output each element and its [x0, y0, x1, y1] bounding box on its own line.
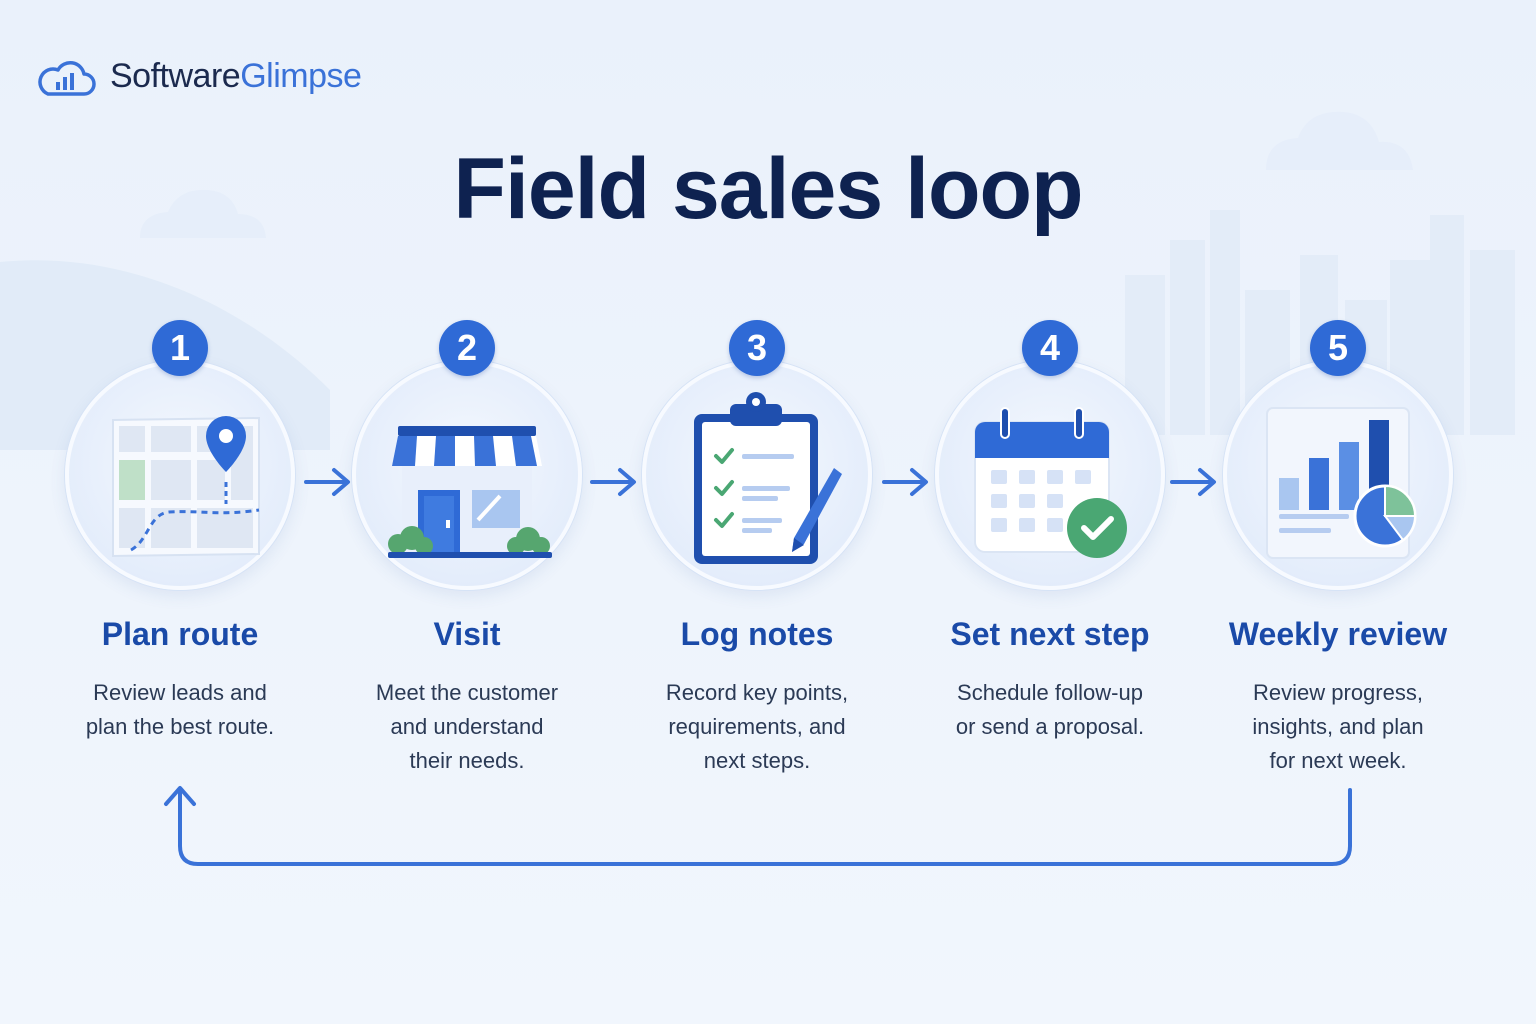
- step-description-line: Record key points,: [665, 680, 849, 705]
- arrow-right-icon: [1170, 468, 1216, 496]
- step-description: Review leads and plan the best route.: [35, 676, 325, 744]
- step-number-badge: 1: [152, 320, 208, 376]
- step-icon-circle: [65, 360, 295, 590]
- step-number-badge: 2: [439, 320, 495, 376]
- step-description: Review progress, insights, and plan for …: [1193, 676, 1483, 778]
- step-description-line: or send a proposal.: [955, 714, 1145, 739]
- step-icon-circle: [352, 360, 582, 590]
- step-number-badge: 4: [1022, 320, 1078, 376]
- step-icon-circle: [1223, 360, 1453, 590]
- step-description-line: Schedule follow-up: [957, 680, 1143, 705]
- step-description-line: insights, and plan: [1252, 714, 1424, 739]
- step-description-line: their needs.: [409, 748, 525, 773]
- step-title: Visit: [433, 616, 501, 652]
- step-description: Schedule follow-up or send a proposal.: [905, 676, 1195, 744]
- step-description-line: plan the best route.: [85, 714, 275, 739]
- brand-name-part2: Glimpse: [240, 56, 362, 95]
- arrow-right-icon: [590, 468, 636, 496]
- step-title: Set next step: [950, 616, 1150, 652]
- step-number-badge: 3: [729, 320, 785, 376]
- step-description: Meet the customer and understand their n…: [322, 676, 612, 778]
- calendar-check-icon: [974, 407, 1127, 558]
- step-description-line: next steps.: [703, 748, 811, 773]
- clipboard-checklist-icon: [694, 392, 842, 564]
- step-description-line: and understand: [390, 714, 544, 739]
- step-title: Plan route: [101, 616, 259, 652]
- step-description-line: Review progress,: [1253, 680, 1423, 705]
- step-title: Log notes: [680, 616, 834, 652]
- step-description: Record key points, requirements, and nex…: [612, 676, 902, 778]
- arrow-right-icon: [304, 468, 350, 496]
- step-title: Weekly review: [1228, 616, 1448, 652]
- step-description-line: for next week.: [1269, 748, 1407, 773]
- brand-logo[interactable]: SoftwareGlimpse: [34, 52, 362, 100]
- report-chart-icon: [1266, 407, 1417, 559]
- step-icon-circle: [642, 360, 872, 590]
- loop-back-arrow: [164, 786, 1352, 866]
- arrow-right-icon: [882, 468, 928, 496]
- step-description-line: requirements, and: [668, 714, 846, 739]
- step-number-badge: 5: [1310, 320, 1366, 376]
- brand-name-part1: Software: [110, 56, 241, 95]
- step-icon-circle: [935, 360, 1165, 590]
- page-title: Field sales loop: [453, 141, 1083, 237]
- step-description-line: Meet the customer: [375, 680, 559, 705]
- map-pin-icon: [112, 416, 260, 558]
- cloud-chart-icon: [38, 61, 96, 96]
- step-description-line: Review leads and: [93, 680, 267, 705]
- storefront-icon: [388, 426, 552, 558]
